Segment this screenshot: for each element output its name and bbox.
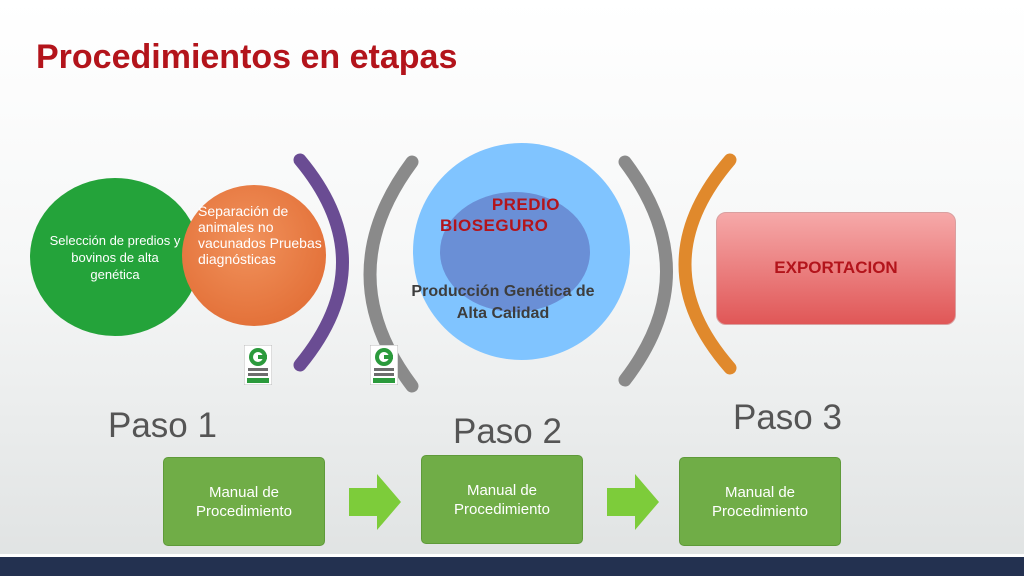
manual-box-1: Manual de Procedimiento xyxy=(163,457,325,546)
manual-box-2: Manual de Procedimiento xyxy=(421,455,583,544)
exportacion-box xyxy=(716,212,956,325)
orange-arc xyxy=(678,153,737,375)
exportacion-label: EXPORTACION xyxy=(774,258,898,277)
purple-arc xyxy=(293,153,349,372)
footer-bar xyxy=(0,554,1024,576)
predio-line2: BIOSEGURO xyxy=(440,216,549,235)
grey-arc-right xyxy=(618,155,673,387)
produccion-text: Producción Genética de Alta Calidad xyxy=(411,283,595,322)
right-arrow-icon xyxy=(607,474,659,530)
stage-separation-circle xyxy=(182,185,326,326)
paso-2-label: Paso 2 xyxy=(453,412,562,451)
paso-1-label: Paso 1 xyxy=(108,406,217,445)
predio-line1: PREDIO xyxy=(491,195,560,214)
page-title: Procedimientos en etapas xyxy=(36,38,458,76)
right-arrow-icon xyxy=(349,474,401,530)
paso-3-label: Paso 3 xyxy=(733,398,842,437)
predio-bioseguro-label: PREDIO BIOSEGURO xyxy=(440,194,590,236)
seal-logo-icon xyxy=(370,345,398,385)
stage-selection-text: Selección de predios y bovinos de alta g… xyxy=(49,233,181,282)
seal-logo-icon xyxy=(244,345,272,385)
stage-separation-text: Separación de animales no vacunados Prue… xyxy=(198,203,322,267)
stage-selection-circle xyxy=(30,178,200,336)
predio-inner-circle xyxy=(440,192,590,312)
manual-box-3: Manual de Procedimiento xyxy=(679,457,841,546)
